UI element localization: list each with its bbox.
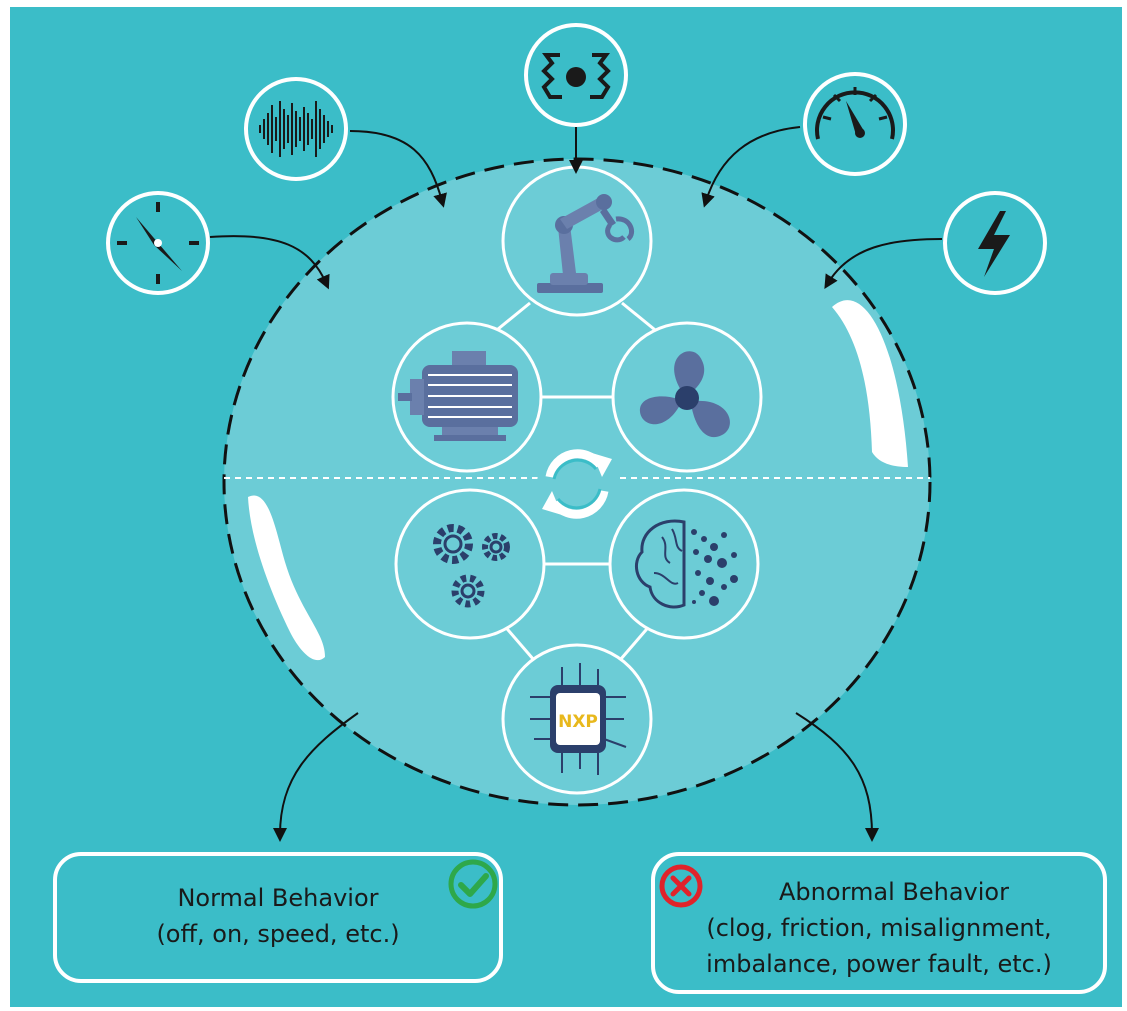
highlight-right <box>832 300 908 467</box>
robot-arm-icon <box>501 165 653 317</box>
abnormal-behavior-detail-1: (clog, friction, misalignment, <box>706 914 1052 942</box>
sync-icon <box>537 444 617 524</box>
abnormal-behavior-title: Abnormal Behavior <box>779 878 1009 906</box>
fan-icon <box>611 321 763 473</box>
abnormal-behavior-detail-2: imbalance, power fault, etc.) <box>706 950 1052 978</box>
compass-icon <box>106 191 210 295</box>
sensor-arrows <box>209 126 943 842</box>
nxp-chip-icon: NXP <box>501 643 653 795</box>
arrow-to-normal <box>273 712 359 842</box>
check-icon <box>448 859 498 909</box>
highlight-left <box>248 495 325 661</box>
nxp-logo-text: NXP <box>558 712 598 732</box>
normal-behavior-detail: (off, on, speed, etc.) <box>156 920 400 948</box>
ai-brain-icon <box>608 488 760 640</box>
normal-behavior-box: Normal Behavior (off, on, speed, etc.) <box>53 852 503 983</box>
cross-icon <box>659 864 703 908</box>
abnormal-behavior-box: Abnormal Behavior (clog, friction, misal… <box>651 852 1107 994</box>
electric-motor-icon <box>391 321 543 473</box>
sound-wave-icon <box>244 77 348 181</box>
lightning-icon <box>943 191 1047 295</box>
normal-behavior-title: Normal Behavior <box>177 884 379 912</box>
vibration-icon <box>524 23 628 127</box>
gears-icon <box>394 488 546 640</box>
diagram-canvas: NXP <box>10 7 1122 1007</box>
arrow-to-abnormal <box>795 712 879 842</box>
gauge-icon <box>803 72 907 176</box>
diagram-svg: NXP <box>106 23 1047 842</box>
